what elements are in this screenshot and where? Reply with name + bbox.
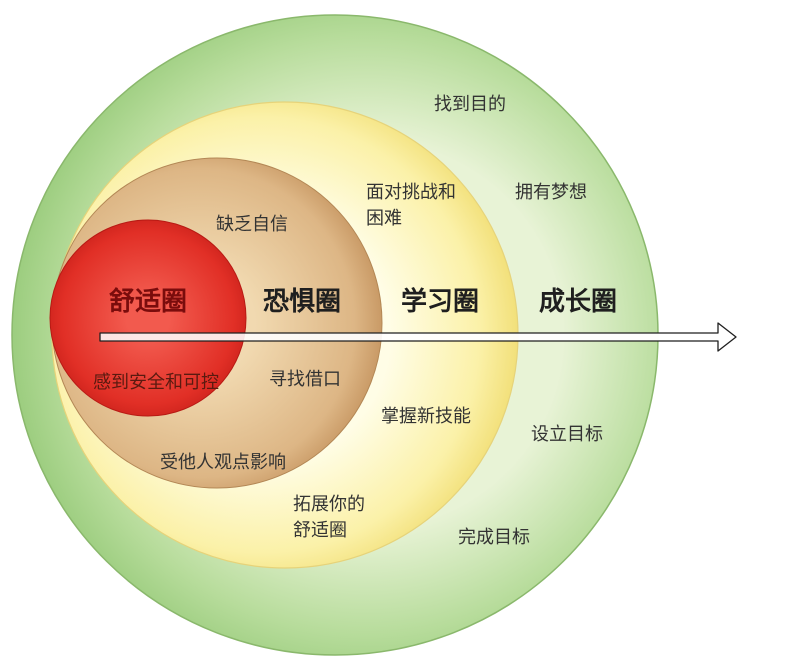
learning-note-challenges-line1: 面对挑战和 xyxy=(366,182,456,203)
growth-note-dreams: 拥有梦想 xyxy=(515,182,587,203)
fear-zone-label: 恐惧圈 xyxy=(263,287,341,317)
learning-note-expand-line1: 拓展你的 xyxy=(293,494,365,515)
comfort-zone-circle xyxy=(49,219,247,417)
comfort-note-safe: 感到安全和可控 xyxy=(93,372,219,393)
fear-note-excuses: 寻找借口 xyxy=(269,369,341,390)
learning-note-expand-line2: 舒适圈 xyxy=(293,520,347,541)
growth-note-purpose: 找到目的 xyxy=(434,94,506,115)
comfort-zone-label: 舒适圈 xyxy=(109,286,187,317)
learning-note-challenges-line2: 困难 xyxy=(366,208,402,229)
growth-zone-label: 成长圈 xyxy=(539,287,617,317)
fear-note-confidence: 缺乏自信 xyxy=(216,214,288,235)
learning-zone-label: 学习圈 xyxy=(401,286,479,317)
fear-note-opinions: 受他人观点影响 xyxy=(160,452,286,473)
growth-direction-arrow xyxy=(99,322,737,352)
growth-note-set-goals: 设立目标 xyxy=(531,424,603,445)
growth-note-complete-goals: 完成目标 xyxy=(458,527,530,548)
learning-note-skills: 掌握新技能 xyxy=(381,406,471,427)
